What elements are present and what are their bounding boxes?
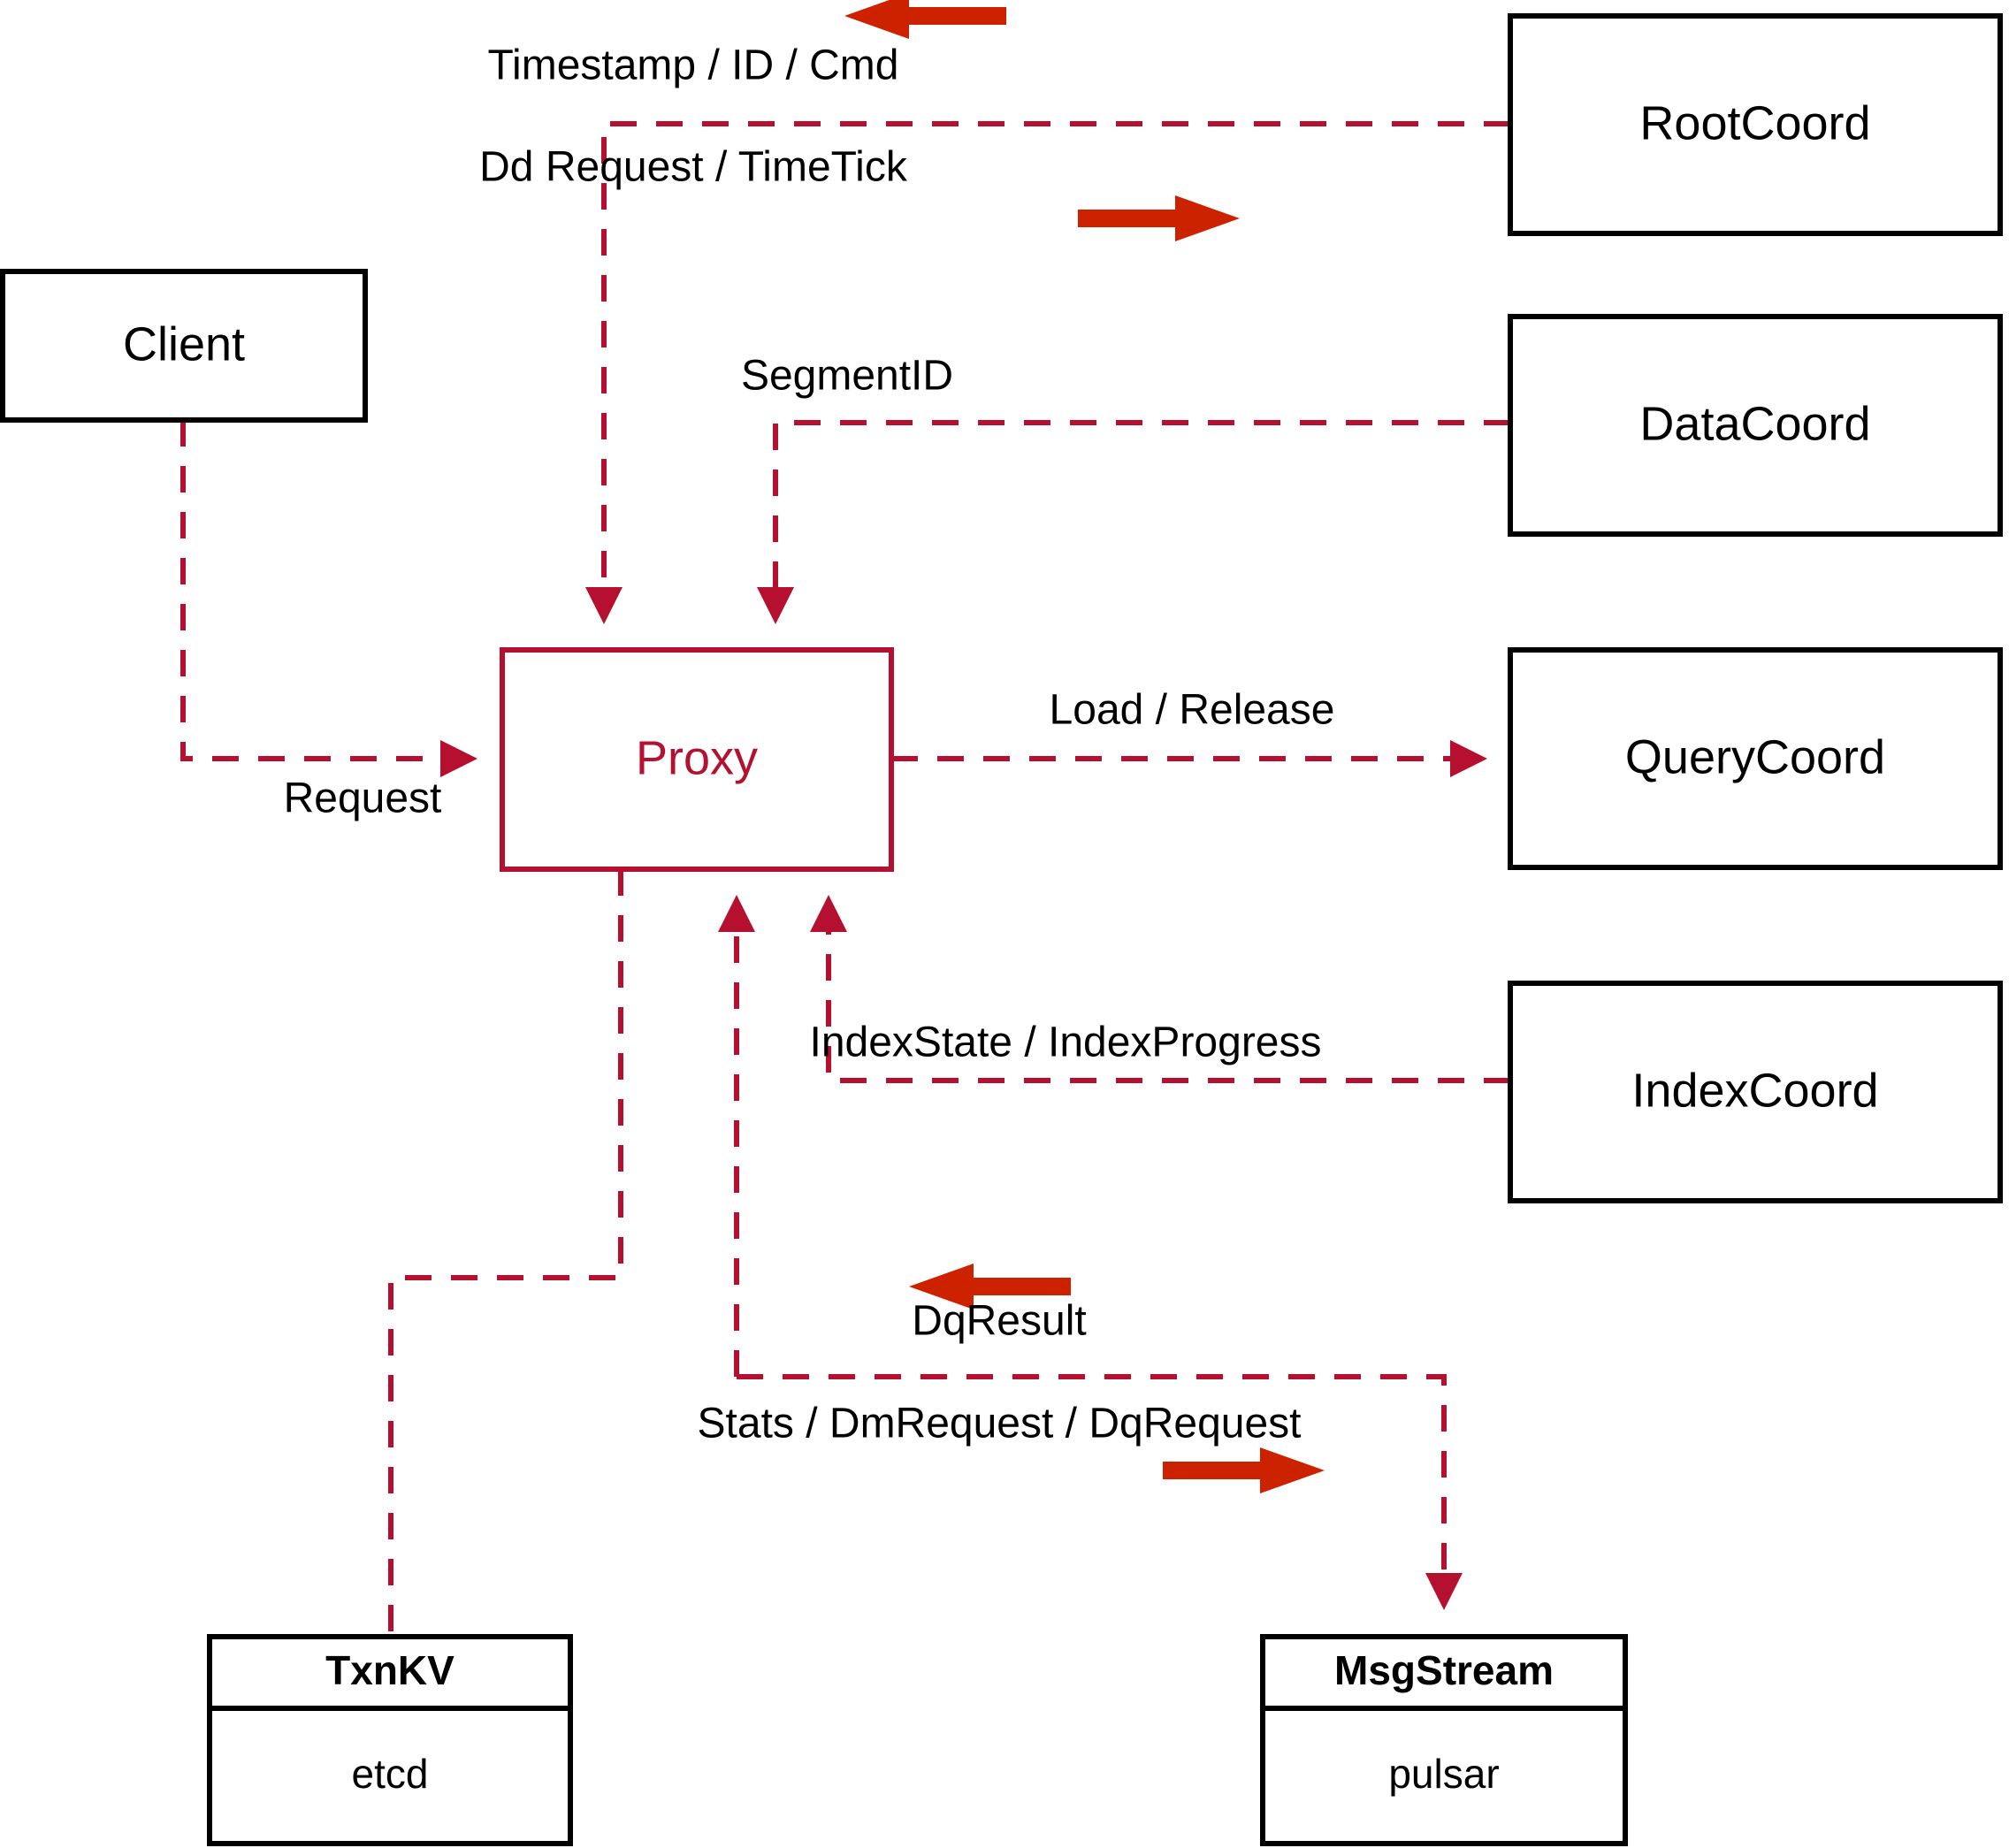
node-querycoord-label: QueryCoord	[1625, 730, 1885, 783]
bold-arrow-dqrequest-icon	[1163, 1447, 1325, 1493]
node-rootcoord-label: RootCoord	[1639, 96, 1870, 149]
node-querycoord[interactable]: QueryCoord	[1508, 647, 2003, 870]
edge-stats-dmrequest-dqrequest	[737, 1374, 1463, 1610]
node-client[interactable]: Client	[0, 269, 368, 423]
edge-label-segmentid: SegmentID	[741, 353, 953, 400]
edge-timestamp-id-cmd	[585, 121, 1510, 624]
node-client-label: Client	[123, 317, 245, 370]
node-txnkv-header: TxnKV	[325, 1647, 455, 1693]
node-proxy[interactable]: Proxy	[500, 647, 894, 872]
node-msgstream-header: MsgStream	[1334, 1647, 1554, 1693]
node-proxy-label: Proxy	[636, 731, 758, 784]
edge-request	[180, 420, 477, 777]
edge-label-indexstate-indexprogress: IndexState / IndexProgress	[810, 1019, 1322, 1066]
node-rootcoord[interactable]: RootCoord	[1508, 13, 2003, 236]
edge-label-timestamp-id-cmd: Timestamp / ID / Cmd	[488, 42, 899, 89]
bold-arrow-dqresult-icon	[909, 1264, 1071, 1310]
edge-label-dqresult: DqResult	[912, 1298, 1086, 1345]
node-msgstream-body: pulsar	[1388, 1751, 1499, 1797]
bold-arrow-ddrequest-icon	[1078, 195, 1240, 241]
node-datacoord[interactable]: DataCoord	[1508, 314, 2003, 537]
edge-proxy-txnkv	[388, 869, 623, 1637]
node-indexcoord-label: IndexCoord	[1631, 1064, 1878, 1117]
edge-label-request: Request	[284, 775, 442, 822]
edge-label-dd-request-timetick: Dd Request / TimeTick	[479, 144, 908, 191]
edge-segmentid	[757, 420, 1510, 624]
edge-indexstate-indexprogress	[810, 895, 1510, 1083]
bold-arrow-timestamp-icon	[844, 0, 1006, 39]
node-indexcoord[interactable]: IndexCoord	[1508, 981, 2003, 1203]
node-txnkv-body: etcd	[352, 1751, 429, 1797]
edge-label-load-release: Load / Release	[1050, 687, 1335, 734]
node-txnkv[interactable]: TxnKV etcd	[207, 1634, 573, 1846]
node-datacoord-label: DataCoord	[1639, 397, 1870, 450]
node-msgstream[interactable]: MsgStream pulsar	[1260, 1634, 1628, 1846]
edge-label-stats-dmrequest-dqrequest: Stats / DmRequest / DqRequest	[698, 1401, 1302, 1447]
